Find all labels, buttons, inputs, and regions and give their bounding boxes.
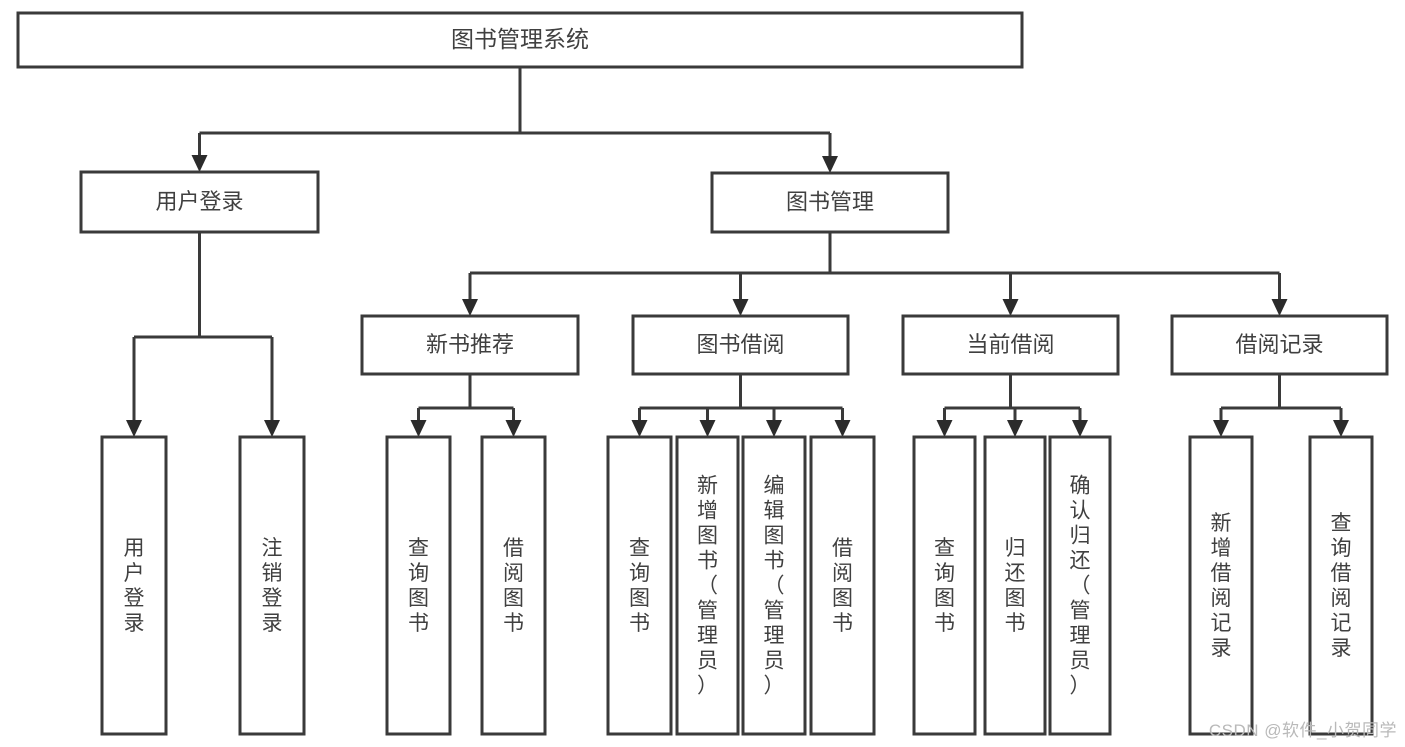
connectors-layer: [126, 67, 1349, 437]
node-current-borrow[interactable]: 当前借阅: [901, 314, 1120, 376]
node-book-borrow-label: 图书借阅: [696, 332, 784, 357]
node-leaf-logout[interactable]: 注销登录: [238, 435, 306, 736]
node-leaf-query-book-1[interactable]: 查询图书: [385, 435, 452, 736]
node-leaf-logout-rect: [238, 435, 306, 736]
current-borrow-leaf-1-arrowhead: [1007, 420, 1023, 437]
node-leaf-query-book-3-rect: [912, 435, 977, 736]
node-leaf-edit-book[interactable]: 编辑图书（管理员）: [741, 435, 807, 736]
node-current-borrow-rect: [901, 314, 1120, 376]
node-book-borrow[interactable]: 图书借阅: [631, 314, 850, 376]
borrow-record-leaf-0-arrowhead: [1213, 420, 1229, 437]
root-to-l1-1-arrowhead: [822, 156, 838, 173]
current-borrow-leaf-0-arrowhead: [936, 420, 953, 437]
node-leaf-user-login[interactable]: 用户登录: [100, 435, 168, 736]
node-leaf-add-book-rect: [675, 435, 740, 736]
node-leaf-user-login-label: 用户登录: [124, 537, 145, 635]
node-leaf-query-book-2-rect: [606, 435, 673, 736]
node-root-label: 图书管理系统: [451, 26, 589, 52]
node-leaf-query-record-rect: [1308, 435, 1374, 736]
node-leaf-add-record-label: 新增借阅记录: [1211, 512, 1232, 660]
node-leaf-borrow-book-2-rect: [809, 435, 876, 736]
node-leaf-query-book-3-label: 查询图书: [934, 537, 955, 635]
node-current-borrow-label: 当前借阅: [966, 332, 1054, 357]
node-leaf-edit-book-label: 编辑图书（管理员）: [764, 475, 785, 698]
node-book-manage[interactable]: 图书管理: [710, 171, 950, 234]
node-leaf-add-book[interactable]: 新增图书（管理员）: [675, 435, 740, 736]
book-manage-to-l2-1-arrowhead: [732, 299, 749, 316]
node-leaf-add-book-label: 新增图书（管理员）: [697, 475, 718, 698]
new-book-recommend-leaf-0-arrowhead: [410, 420, 427, 437]
node-leaf-query-record[interactable]: 查询借阅记录: [1308, 435, 1374, 736]
node-root[interactable]: 图书管理系统: [16, 11, 1024, 69]
node-leaf-query-book-3[interactable]: 查询图书: [912, 435, 977, 736]
node-new-book-recommend-label: 新书推荐: [426, 332, 514, 357]
node-leaf-borrow-book-1[interactable]: 借阅图书: [480, 435, 547, 736]
node-new-book-recommend[interactable]: 新书推荐: [360, 314, 580, 376]
node-leaf-borrow-book-2-label: 借阅图书: [832, 537, 853, 635]
node-user-login[interactable]: 用户登录: [79, 170, 320, 234]
book-manage-to-l2-0-arrowhead: [462, 299, 478, 316]
node-leaf-confirm-return[interactable]: 确认归还（管理员）: [1048, 435, 1112, 736]
node-borrow-record-label: 借阅记录: [1235, 332, 1323, 357]
node-leaf-borrow-book-2[interactable]: 借阅图书: [809, 435, 876, 736]
book-manage-to-l2-2-arrowhead: [1002, 299, 1019, 316]
node-user-login-rect: [79, 170, 320, 234]
node-book-manage-label: 图书管理: [786, 189, 874, 214]
new-book-recommend-leaf-1-arrowhead: [505, 420, 522, 437]
node-leaf-borrow-book-1-label: 借阅图书: [503, 537, 524, 635]
node-leaf-logout-label: 注销登录: [262, 537, 283, 635]
node-leaf-return-book-rect: [983, 435, 1047, 736]
node-leaf-query-book-2[interactable]: 查询图书: [606, 435, 673, 736]
node-leaf-return-book[interactable]: 归还图书: [983, 435, 1047, 736]
node-new-book-recommend-rect: [360, 314, 580, 376]
root-to-l1-0-arrowhead: [191, 155, 208, 172]
node-leaf-query-book-2-label: 查询图书: [629, 537, 650, 635]
book-borrow-leaf-3-arrowhead: [834, 420, 851, 437]
node-leaf-query-book-1-label: 查询图书: [408, 537, 429, 635]
borrow-record-leaf-1-arrowhead: [1333, 420, 1349, 437]
user-login-leaf-0-arrowhead: [126, 420, 142, 437]
node-user-login-label: 用户登录: [155, 189, 243, 214]
node-book-manage-rect: [710, 171, 950, 234]
node-leaf-add-record[interactable]: 新增借阅记录: [1188, 435, 1254, 736]
node-root-rect: [16, 11, 1024, 69]
node-leaf-edit-book-rect: [741, 435, 807, 736]
csdn-watermark: CSDN @软件_小贺同学: [1208, 721, 1397, 740]
node-leaf-confirm-return-label: 确认归还（管理员）: [1070, 475, 1091, 698]
node-borrow-record-rect: [1170, 314, 1389, 376]
node-book-borrow-rect: [631, 314, 850, 376]
node-boxes-layer: 图书管理系统用户登录图书管理新书推荐图书借阅当前借阅借阅记录用户登录注销登录查询…: [16, 11, 1389, 736]
node-leaf-user-login-rect: [100, 435, 168, 736]
node-leaf-return-book-label: 归还图书: [1005, 537, 1026, 635]
node-leaf-query-record-label: 查询借阅记录: [1331, 512, 1352, 660]
book-borrow-leaf-0-arrowhead: [631, 420, 648, 437]
book-borrow-leaf-2-arrowhead: [766, 420, 782, 437]
book-manage-to-l2-3-arrowhead: [1271, 299, 1288, 316]
node-leaf-add-record-rect: [1188, 435, 1254, 736]
node-leaf-borrow-book-1-rect: [480, 435, 547, 736]
book-borrow-leaf-1-arrowhead: [699, 420, 716, 437]
node-leaf-query-book-1-rect: [385, 435, 452, 736]
node-borrow-record[interactable]: 借阅记录: [1170, 314, 1389, 376]
user-login-leaf-1-arrowhead: [264, 420, 280, 437]
node-leaf-confirm-return-rect: [1048, 435, 1112, 736]
current-borrow-leaf-2-arrowhead: [1072, 420, 1088, 437]
